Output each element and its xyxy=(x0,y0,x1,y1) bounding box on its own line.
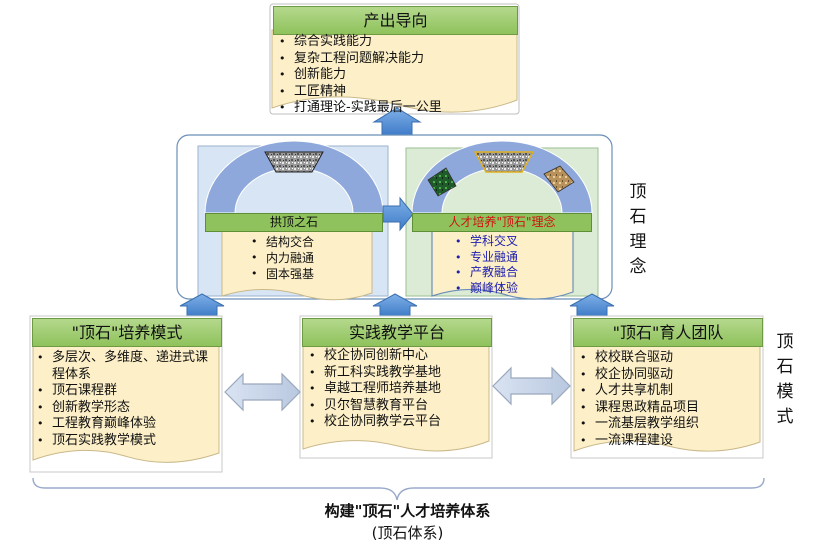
arrow-up-center xyxy=(372,293,418,317)
double-arrow-left xyxy=(224,372,301,412)
list-item: 工匠精神 xyxy=(276,84,514,101)
list-item: 一流基层教学组织 xyxy=(577,416,759,433)
left-mode-title: "顶石"培养模式 xyxy=(32,318,222,347)
list-item: 工程教育巅峰体验 xyxy=(34,416,218,433)
list-item: 顶石课程群 xyxy=(34,383,218,400)
left-mode-frame xyxy=(29,315,223,473)
side-char: 石 xyxy=(629,207,647,227)
list-item: 创新能力 xyxy=(276,67,514,84)
list-item: 校企协同创新中心 xyxy=(306,348,488,365)
right-arch-label: 人才培养"顶石"理念 xyxy=(412,213,592,232)
left-arch xyxy=(204,140,384,214)
top-card-title: 产出导向 xyxy=(273,6,518,35)
list-item: 多层次、多维度、递进式课程体系 xyxy=(34,350,218,383)
bottom-title: 构建"顶石"人才培养体系 xyxy=(324,502,491,520)
side-char: 理 xyxy=(629,232,647,252)
list-item: 顶石实践教学模式 xyxy=(34,433,218,450)
list-item: 固本强基 xyxy=(248,266,368,282)
list-item: 一流课程建设 xyxy=(577,433,759,450)
concept-side-label: 顶 石 理 念 xyxy=(628,180,648,280)
side-char: 顶 xyxy=(776,332,794,352)
left-mode-list: 多层次、多维度、递进式课程体系 顶石课程群 创新教学形态 工程教育巅峰体验 顶石… xyxy=(34,350,218,449)
right-mode-title: "顶石"育人团队 xyxy=(573,318,763,347)
list-item: 人才共享机制 xyxy=(577,383,759,400)
right-green-stone xyxy=(427,167,457,197)
center-mode-list: 校企协同创新中心 新工科实践教学基地 卓越工程师培养基地 贝尔智慧教育平台 校企… xyxy=(306,348,488,431)
list-item: 学科交叉 xyxy=(452,234,570,250)
list-item: 打通理论-实践最后一公里 xyxy=(276,100,514,117)
side-char: 式 xyxy=(776,407,794,427)
arrow-up-left xyxy=(179,293,225,317)
list-item: 贝尔智慧教育平台 xyxy=(306,398,488,415)
double-arrow-right xyxy=(492,366,571,406)
list-item: 新工科实践教学基地 xyxy=(306,365,488,382)
right-keystone xyxy=(473,151,535,173)
left-arch-list: 结构交合 内力融通 固本强基 xyxy=(248,234,368,282)
list-item: 综合实践能力 xyxy=(276,34,514,51)
right-arch-list: 学科交叉 专业融通 产教融合 巅峰体验 xyxy=(452,234,570,296)
list-item: 复杂工程问题解决能力 xyxy=(276,51,514,68)
right-brown-stone xyxy=(543,165,575,193)
left-keystone xyxy=(264,151,324,173)
top-card-list: 综合实践能力 复杂工程问题解决能力 创新能力 工匠精神 打通理论-实践最后一公里 xyxy=(276,34,514,117)
list-item: 巅峰体验 xyxy=(452,281,570,297)
list-item: 校企协同教学云平台 xyxy=(306,414,488,431)
list-item: 校企协同驱动 xyxy=(577,367,759,384)
arrow-up-right xyxy=(569,293,615,317)
list-item: 创新教学形态 xyxy=(34,400,218,417)
bottom-subtitle: (顶石体系) xyxy=(371,524,444,542)
right-mode-frame xyxy=(570,315,764,459)
list-item: 结构交合 xyxy=(248,234,368,250)
center-mode-frame xyxy=(299,315,493,459)
arrow-right-arches xyxy=(382,196,414,232)
list-item: 课程思政精品项目 xyxy=(577,400,759,417)
side-char: 模 xyxy=(776,382,794,402)
center-mode-title: 实践教学平台 xyxy=(302,318,492,347)
mode-side-label: 顶 石 模 式 xyxy=(775,330,795,430)
bottom-brace xyxy=(32,477,765,501)
side-char: 石 xyxy=(776,357,794,377)
list-item: 产教融合 xyxy=(452,265,570,281)
side-char: 念 xyxy=(629,257,647,277)
right-mode-list: 校校联合驱动 校企协同驱动 人才共享机制 课程思政精品项目 一流基层教学组织 一… xyxy=(577,350,759,449)
list-item: 内力融通 xyxy=(248,250,368,266)
left-arch-label: 拱顶之石 xyxy=(205,213,383,232)
list-item: 专业融通 xyxy=(452,250,570,266)
list-item: 校校联合驱动 xyxy=(577,350,759,367)
list-item: 卓越工程师培养基地 xyxy=(306,381,488,398)
right-arch xyxy=(411,140,593,214)
side-char: 顶 xyxy=(629,182,647,202)
